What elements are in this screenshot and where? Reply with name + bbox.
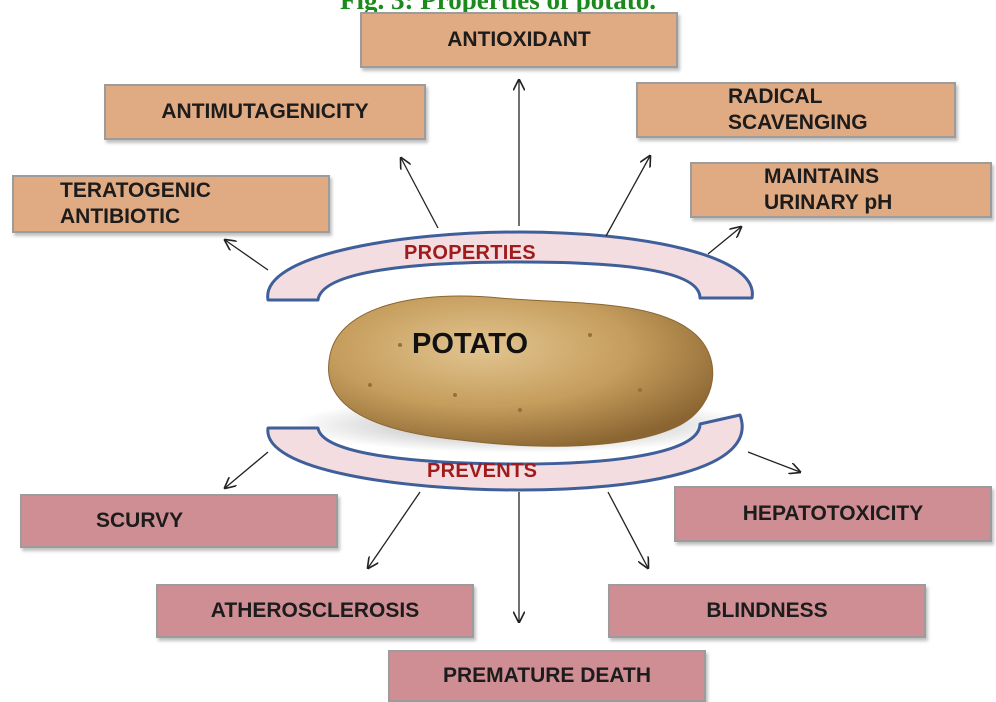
box-scurvy: SCURVY — [20, 494, 338, 548]
box-radical-scavenging: RADICAL SCAVENGING — [636, 82, 956, 138]
box-hepatotoxicity: HEPATOTOXICITY — [674, 486, 992, 542]
box-antimutagenicity: ANTIMUTAGENICITY — [104, 84, 426, 140]
potato-image — [290, 296, 750, 453]
arrow-blindness — [608, 492, 648, 568]
arrow-hepatotoxicity — [748, 452, 800, 472]
box-teratogenic-antibiotic: TERATOGENIC ANTIBIOTIC — [12, 175, 330, 233]
box-antioxidant: ANTIOXIDANT — [360, 12, 678, 68]
arrow-teratogenic-antibiotic — [225, 240, 268, 270]
box-atherosclerosis: ATHEROSCLEROSIS — [156, 584, 474, 638]
arrow-scurvy — [225, 452, 268, 488]
box-maintains-urinary-ph: MAINTAINS URINARY pH — [690, 162, 992, 218]
potato-label: POTATO — [412, 328, 528, 361]
arrow-radical-scavenging — [606, 156, 650, 236]
box-blindness: BLINDNESS — [608, 584, 926, 638]
arrow-maintains-urinary-ph — [708, 227, 741, 254]
properties-label: PROPERTIES — [404, 242, 536, 265]
arrow-antimutagenicity — [401, 158, 438, 228]
prevents-label: PREVENTS — [427, 460, 537, 483]
box-premature-death: PREMATURE DEATH — [388, 650, 706, 702]
arrow-atherosclerosis — [368, 492, 420, 568]
